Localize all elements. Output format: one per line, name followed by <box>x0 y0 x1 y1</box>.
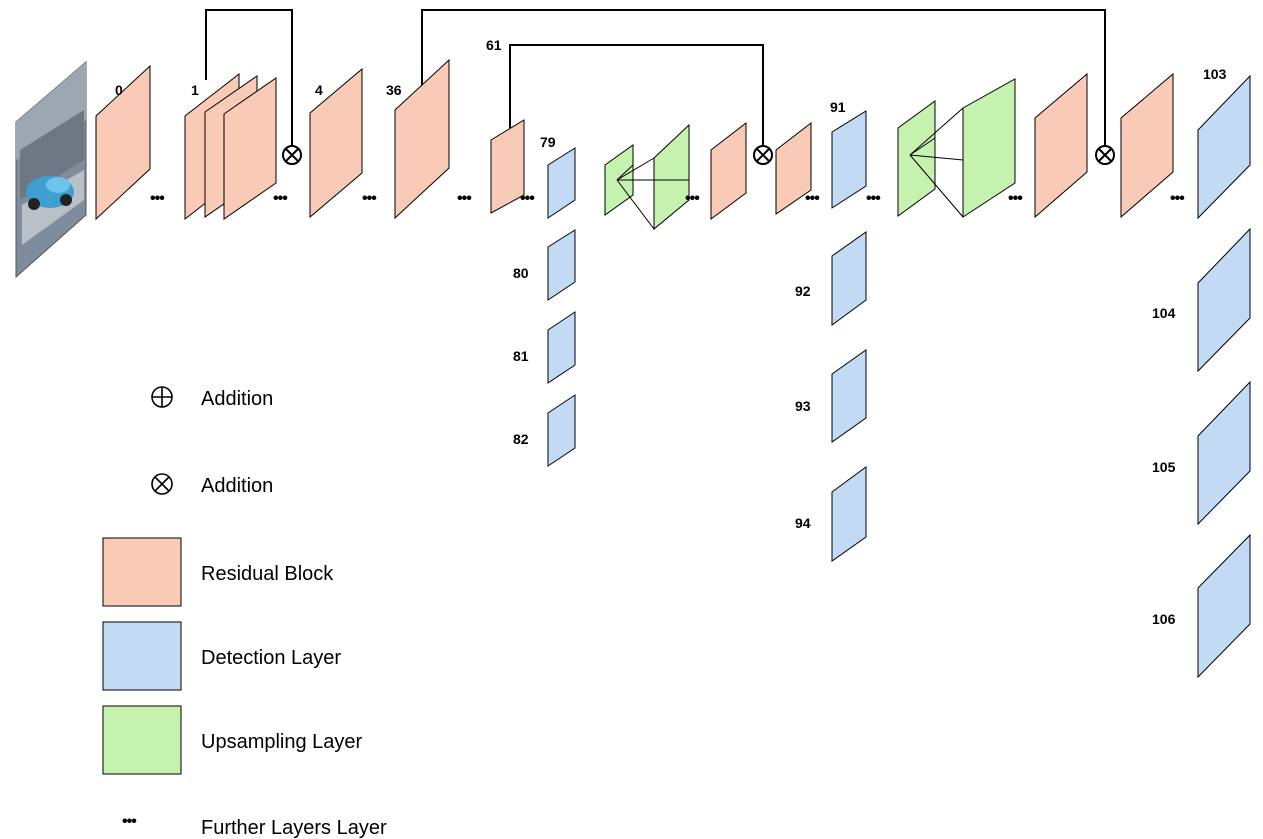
ellipsis-marker: ••• <box>866 190 881 207</box>
legend-upsampling-swatch <box>102 705 182 775</box>
circled-times-icon <box>282 145 302 165</box>
skip-wire-36 <box>421 9 1106 145</box>
layer-label-0: 0 <box>115 82 123 98</box>
ellipsis-marker: ••• <box>362 190 377 207</box>
legend-detection-label: Detection Layer <box>201 647 341 669</box>
layer-label-92: 92 <box>795 283 811 299</box>
ellipsis-marker: ••• <box>805 190 820 207</box>
detection-layer-103 <box>1197 74 1251 220</box>
skip-wire-1 <box>205 9 293 145</box>
legend-residual-swatch <box>102 537 182 607</box>
detection-layer-105 <box>1197 380 1251 526</box>
residual-block-4 <box>309 67 363 219</box>
upsampling-layers <box>604 78 1016 231</box>
layer-label-93: 93 <box>795 398 811 414</box>
legend-addition-times-label: Addition <box>201 475 273 497</box>
layer-label-106: 106 <box>1152 611 1176 627</box>
multiply-nodes <box>282 145 1115 165</box>
residual-block-1c <box>223 77 277 220</box>
further-layers-markers: ••• ••• ••• ••• ••• ••• ••• ••• ••• ••• <box>150 190 1186 207</box>
ellipsis-marker: ••• <box>1008 190 1023 207</box>
residual-block-0 <box>95 64 151 221</box>
skip-connections <box>205 9 1106 145</box>
layer-label-61: 61 <box>486 37 502 53</box>
upsampling-layer-1-large <box>653 123 690 231</box>
detection-layer-93 <box>831 349 867 443</box>
ellipsis-marker: ••• <box>150 190 165 207</box>
residual-block-61 <box>490 119 525 214</box>
ellipsis-marker: ••• <box>1170 190 1185 207</box>
legend: Addition Addition Residual Block Detecti… <box>102 386 387 839</box>
detection-layer-92 <box>831 231 867 326</box>
detection-layer-80 <box>547 229 576 301</box>
detection-layer-94 <box>831 466 867 562</box>
layer-label-1: 1 <box>191 82 199 98</box>
detection-layer-79 <box>547 147 576 219</box>
legend-residual-label: Residual Block <box>201 563 334 585</box>
layer-label-4: 4 <box>315 82 323 98</box>
layer-label-91: 91 <box>830 99 846 115</box>
ellipsis-marker: ••• <box>685 190 700 207</box>
residual-block-b <box>775 121 812 215</box>
residual-block-36 <box>394 58 450 220</box>
circled-times-icon <box>151 473 173 495</box>
layer-label-103: 103 <box>1203 66 1227 82</box>
legend-ellipsis-icon: ••• <box>122 813 137 830</box>
skip-wire-61 <box>509 44 764 145</box>
layer-label-36: 36 <box>386 82 402 98</box>
layer-labels: 0 1 4 36 61 79 80 81 82 91 92 93 94 103 … <box>115 37 1227 627</box>
ellipsis-marker: ••• <box>520 190 535 207</box>
residual-block-c <box>1034 72 1088 219</box>
ellipsis-marker: ••• <box>457 190 472 207</box>
legend-detection-swatch <box>102 621 182 691</box>
layer-label-104: 104 <box>1152 305 1176 321</box>
circled-plus-icon <box>151 386 173 408</box>
detection-layer-82 <box>547 394 576 467</box>
layer-label-79: 79 <box>540 134 556 150</box>
detection-layer-81 <box>547 311 576 384</box>
residual-blocks <box>95 58 1174 221</box>
layer-label-82: 82 <box>513 431 529 447</box>
detection-layers <box>547 74 1251 679</box>
residual-block-d <box>1120 72 1174 219</box>
layer-label-94: 94 <box>795 515 811 531</box>
circled-times-icon <box>753 145 773 165</box>
detection-layer-106 <box>1197 533 1251 679</box>
ellipsis-marker: ••• <box>273 190 288 207</box>
upsampling-layer-2-large <box>962 78 1016 218</box>
legend-further-layers-label: Further Layers Layer <box>201 817 387 839</box>
layer-label-105: 105 <box>1152 459 1176 475</box>
legend-addition-plus-label: Addition <box>201 388 273 410</box>
layer-label-81: 81 <box>513 348 529 364</box>
input-image <box>15 60 87 279</box>
layer-label-80: 80 <box>513 265 529 281</box>
legend-upsampling-label: Upsampling Layer <box>201 731 363 753</box>
residual-block-a <box>710 121 747 220</box>
detection-layer-91 <box>831 110 867 209</box>
circled-times-icon <box>1095 145 1115 165</box>
detection-layer-104 <box>1197 227 1251 373</box>
upsampling-layer-2-small <box>897 100 936 217</box>
